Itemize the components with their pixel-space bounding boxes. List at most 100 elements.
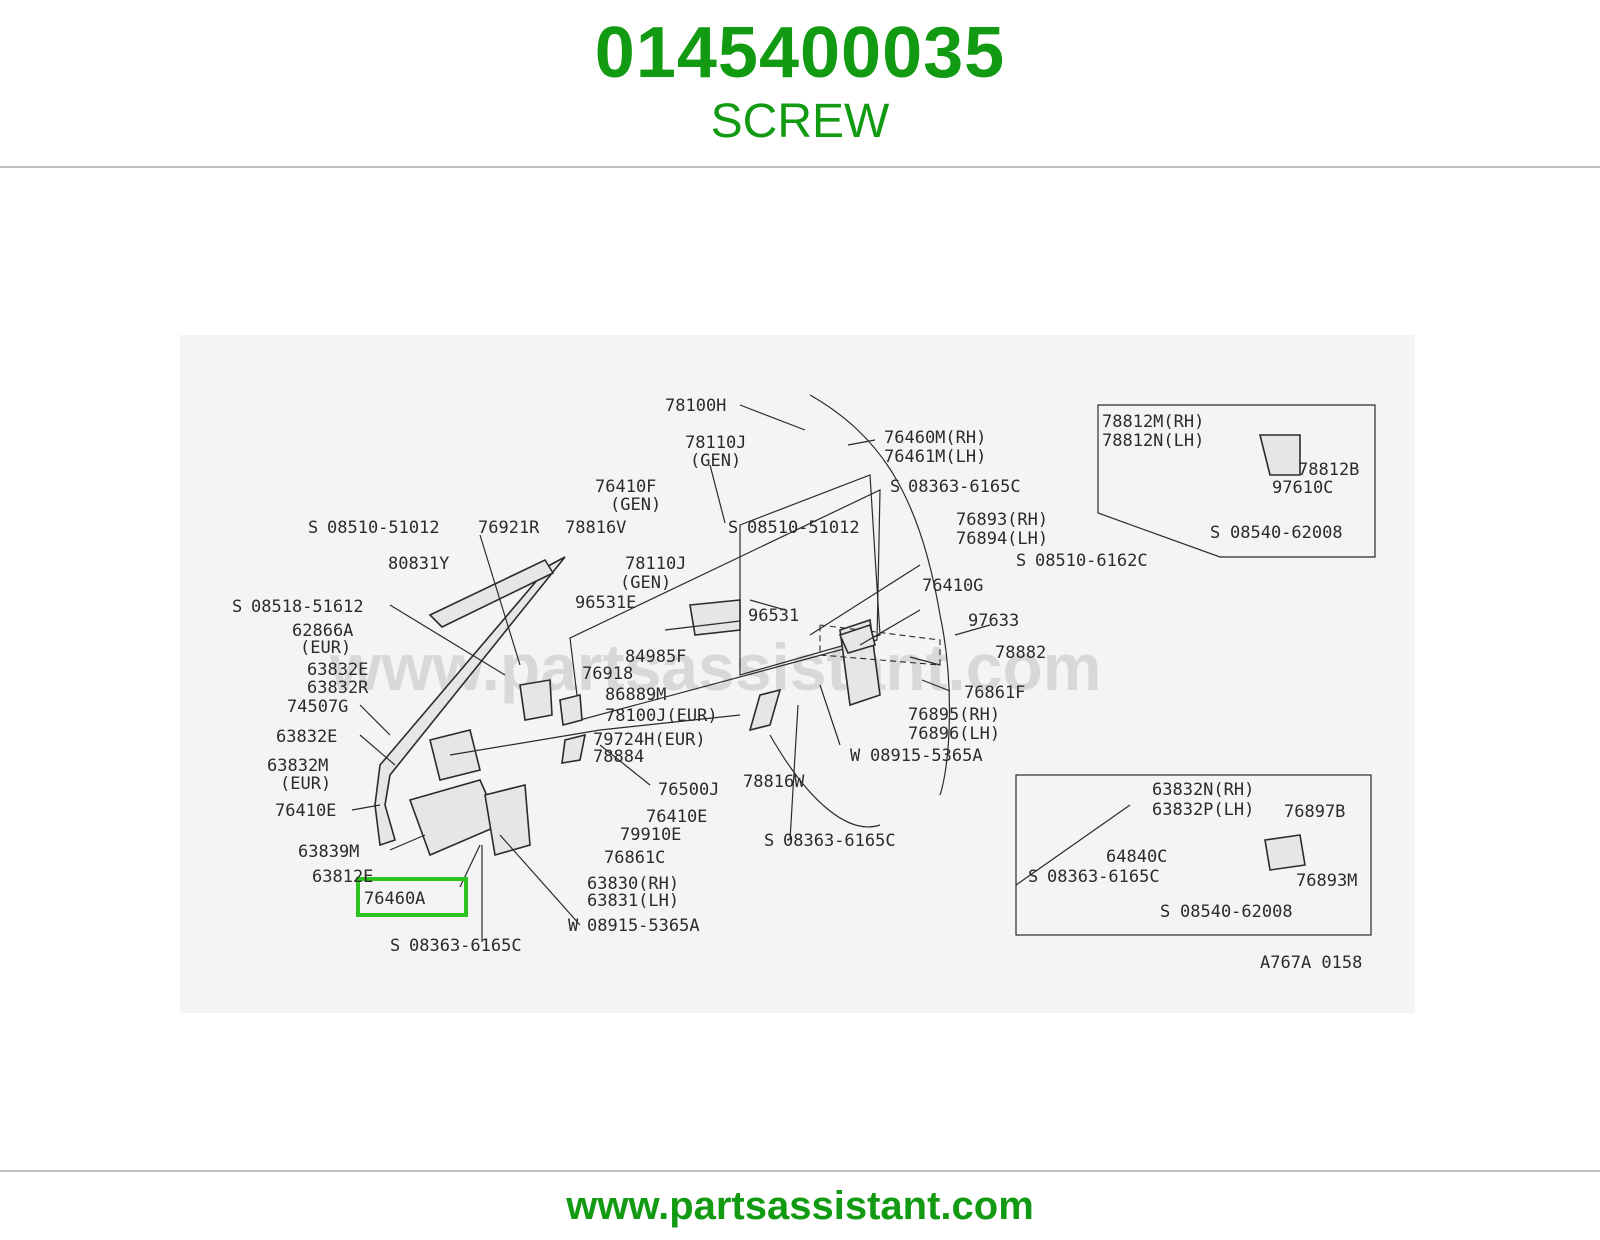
leader-line: [909, 656, 941, 666]
part-label[interactable]: 79910E: [620, 825, 681, 845]
part-label: W: [850, 746, 861, 766]
part-label[interactable]: 78816V: [565, 518, 626, 538]
part-label: S: [1016, 551, 1026, 571]
part-label[interactable]: 08363-6165C: [783, 831, 896, 851]
regulator-plate-part: [408, 779, 502, 857]
part-label[interactable]: 76410G: [922, 576, 983, 596]
leader-line: [351, 804, 381, 811]
part-label[interactable]: 76461M(LH): [884, 447, 986, 467]
leader-line: [599, 744, 651, 786]
part-label: W: [568, 916, 579, 936]
part-label[interactable]: 76921R: [478, 518, 540, 538]
part-label[interactable]: 08540-62008: [1230, 523, 1343, 543]
bracket-inset-part: [1258, 434, 1301, 476]
part-label[interactable]: 76894(LH): [956, 529, 1048, 549]
part-label[interactable]: 78812M(RH): [1102, 412, 1204, 432]
part-label[interactable]: 74507G: [287, 697, 348, 717]
part-label[interactable]: 08518-51612: [251, 597, 364, 617]
part-label[interactable]: 78110J: [685, 433, 746, 453]
part-label[interactable]: 08540-62008: [1180, 902, 1293, 922]
part-label[interactable]: 80831Y: [388, 554, 449, 574]
highlighted-part-label[interactable]: 76460A: [364, 889, 425, 909]
part-label: S: [308, 518, 318, 538]
leader-line: [389, 834, 426, 851]
leader-line: [789, 704, 799, 841]
part-label[interactable]: 76896(LH): [908, 724, 1000, 744]
part-label[interactable]: 78110J: [625, 554, 686, 574]
cable-line: [769, 734, 881, 828]
part-label[interactable]: 63832P(LH): [1152, 800, 1254, 820]
leader-line: [819, 684, 841, 746]
part-label[interactable]: 76861F: [964, 683, 1025, 703]
part-label[interactable]: 76861C: [604, 848, 665, 868]
part-label[interactable]: 08915-5365A: [587, 916, 700, 936]
part-label[interactable]: 63830(RH): [587, 874, 679, 894]
part-label[interactable]: 96531E: [575, 593, 636, 613]
part-label[interactable]: 79724H(EUR): [593, 730, 706, 750]
part-label[interactable]: 76410E: [275, 801, 336, 821]
part-label[interactable]: 76893M: [1296, 871, 1357, 891]
part-label[interactable]: 96531: [748, 606, 799, 626]
part-label[interactable]: 78884: [593, 747, 644, 767]
part-label[interactable]: 86889M: [605, 685, 666, 705]
part-label[interactable]: 63832M: [267, 756, 328, 776]
part-label: S: [890, 477, 900, 497]
part-label[interactable]: 63839M: [298, 842, 359, 862]
inner-handle-part: [519, 679, 553, 721]
part-label[interactable]: 78100H: [665, 396, 726, 416]
part-label[interactable]: 64840C: [1106, 847, 1167, 867]
striker-part: [748, 688, 782, 732]
part-label[interactable]: 78882: [995, 643, 1046, 663]
part-label[interactable]: 78812B: [1298, 460, 1359, 480]
part-label[interactable]: 63832N(RH): [1152, 780, 1254, 800]
part-label: (EUR): [300, 638, 351, 658]
part-label[interactable]: 97610C: [1272, 478, 1333, 498]
part-label[interactable]: 08363-6165C: [908, 477, 1021, 497]
part-label[interactable]: 08510-51012: [327, 518, 440, 538]
footer-divider: [0, 1170, 1600, 1172]
part-label: S: [1028, 867, 1038, 887]
hinge-part: [429, 729, 481, 781]
part-label[interactable]: 76895(RH): [908, 705, 1000, 725]
leader-line: [709, 464, 726, 524]
clip-part: [689, 599, 741, 636]
part-label[interactable]: 76460M(RH): [884, 428, 986, 448]
part-label[interactable]: 08510-51012: [747, 518, 860, 538]
part-label[interactable]: 08363-6165C: [409, 936, 522, 956]
part-label: (EUR): [280, 774, 331, 794]
part-label[interactable]: 78816W: [743, 772, 805, 792]
inset-pointer: [1015, 804, 1131, 886]
part-label[interactable]: 63832E: [307, 660, 368, 680]
part-label[interactable]: 97633: [968, 611, 1019, 631]
part-label[interactable]: 78100J(EUR): [605, 706, 718, 726]
part-label[interactable]: 76918: [582, 664, 633, 684]
part-label[interactable]: 76897B: [1284, 802, 1345, 822]
rod-line: [449, 714, 741, 756]
part-label: S: [1210, 523, 1220, 543]
leader-line: [921, 679, 951, 692]
part-label[interactable]: 63831(LH): [587, 891, 679, 911]
part-label: S: [728, 518, 738, 538]
part-label[interactable]: 08363-6165C: [1047, 867, 1160, 887]
part-label[interactable]: 63832E: [276, 727, 337, 747]
part-label[interactable]: 08915-5365A: [870, 746, 983, 766]
part-label[interactable]: 08510-6162C: [1035, 551, 1148, 571]
part-label[interactable]: 76500J: [658, 780, 719, 800]
sash-strip-part: [428, 558, 555, 628]
website-link[interactable]: www.partsassistant.com: [566, 1184, 1034, 1228]
part-label[interactable]: 62866A: [292, 621, 353, 641]
part-label[interactable]: 63832R: [307, 678, 369, 698]
part-label[interactable]: 76410F: [595, 477, 656, 497]
part-label[interactable]: 76893(RH): [956, 510, 1048, 530]
parts-diagram: www.partsassistant.com: [180, 335, 1415, 1013]
bracket-part: [559, 693, 583, 727]
part-label[interactable]: 76410E: [646, 807, 707, 827]
part-label: S: [764, 831, 774, 851]
part-label[interactable]: 84985F: [625, 647, 686, 667]
leader-line: [479, 534, 521, 666]
leader-line: [739, 404, 806, 431]
header-divider: [0, 166, 1600, 168]
part-label[interactable]: 63812E: [312, 867, 373, 887]
header: 0145400035 SCREW: [0, 0, 1600, 168]
part-label[interactable]: 78812N(LH): [1102, 431, 1204, 451]
